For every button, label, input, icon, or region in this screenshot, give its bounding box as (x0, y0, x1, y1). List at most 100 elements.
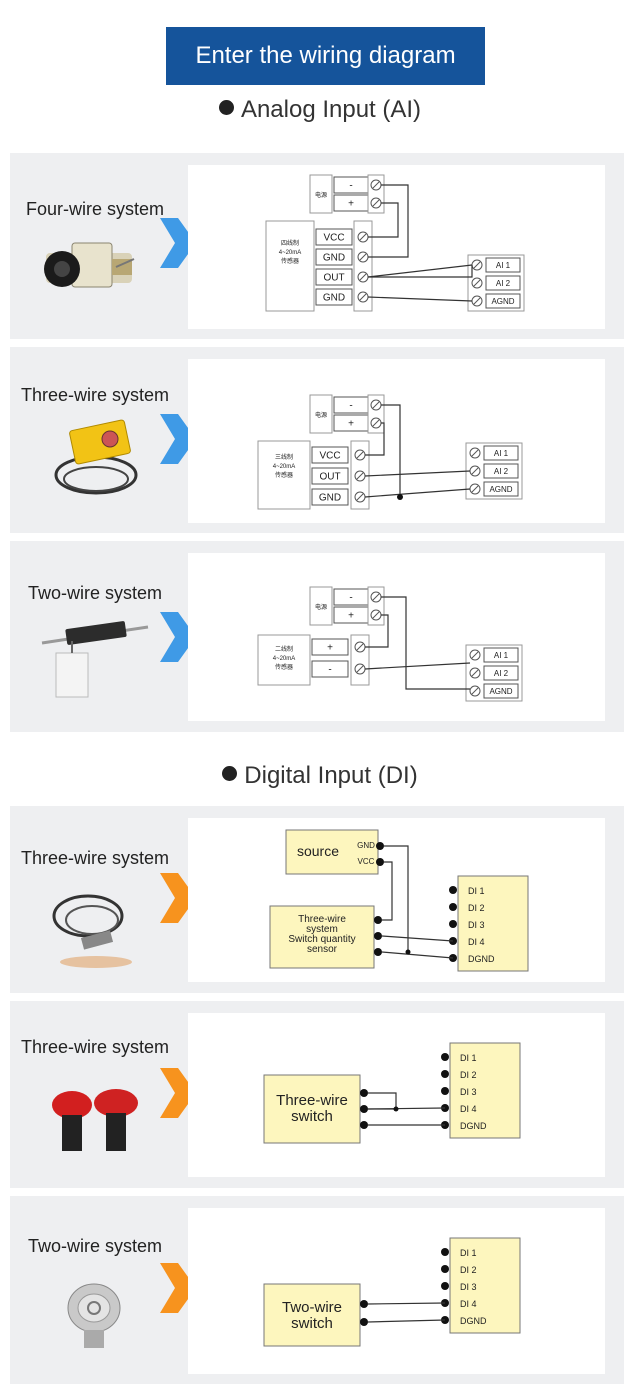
terminal-label: VCC (319, 451, 340, 462)
di-label: DI 3 (460, 1087, 477, 1097)
box-text-line: Two-wire (282, 1299, 342, 1316)
draw-wire-sensor-photo (44, 242, 135, 288)
terminal-label: - (328, 665, 331, 676)
junction-dot (374, 948, 382, 956)
terminal-cell (315, 268, 353, 286)
power-terminal-strip (367, 586, 385, 626)
terminal-label: AGND (489, 687, 512, 696)
terminal-cell (483, 665, 519, 681)
box-text-line: 传感器 (275, 471, 293, 479)
box-text-line: switch (291, 1315, 333, 1332)
bullet-icon (222, 766, 238, 781)
terminal-cell (311, 488, 349, 506)
linear-transducer-photo (41, 621, 149, 698)
wire (364, 662, 471, 670)
orange-arrow-icon (160, 1263, 196, 1313)
power-terminal-strip (367, 174, 385, 214)
di-label: DGND (460, 1121, 487, 1131)
orange-arrow-icon (160, 873, 196, 923)
box-text-line: 三线制 (275, 453, 293, 461)
terminal-label: AI 1 (494, 449, 509, 458)
screw-slot (356, 451, 364, 459)
screw-slot (473, 279, 481, 287)
box-text-line: Three-wire (298, 914, 346, 925)
terminal-cell (483, 445, 519, 461)
di-label: DI 1 (460, 1053, 477, 1063)
terminal-label: - (349, 401, 352, 412)
junction-dot (360, 1089, 368, 1097)
box-text-line: 4~20mA (279, 250, 302, 256)
terminal-label: AI 2 (494, 669, 509, 678)
terminal-cell (483, 463, 519, 479)
box-text-line: 传感器 (281, 257, 299, 265)
row-label: Three-wire system (20, 848, 170, 868)
screw-slot (471, 669, 479, 677)
junction-dot (441, 1248, 449, 1256)
terminal-label: AI 1 (494, 651, 509, 660)
bullet-icon (218, 100, 234, 115)
wire (365, 422, 385, 456)
source-gnd-label: GND (357, 841, 375, 850)
screw-slot (356, 472, 364, 480)
wire (368, 202, 399, 238)
row-label: Three-wire system (20, 1037, 170, 1057)
junction-dot (441, 1070, 449, 1078)
junction-dot (449, 920, 457, 928)
junction-dot (376, 858, 384, 866)
wire (368, 265, 473, 278)
screw-slot (356, 493, 364, 501)
wire (367, 1107, 446, 1110)
junction-dot (449, 886, 457, 894)
sensor-box (257, 634, 311, 686)
screw-slot (372, 181, 380, 189)
terminal-label: AI 2 (494, 467, 509, 476)
row-label: Three-wire system (20, 385, 170, 405)
switch-box (263, 1283, 361, 1347)
junction-dot (441, 1282, 449, 1290)
terminal-label: OUT (319, 472, 340, 483)
di-label: DI 3 (460, 1282, 477, 1292)
junction-dot (449, 903, 457, 911)
junction-dot (360, 1121, 368, 1129)
terminal-strip (353, 220, 373, 312)
screw-slot (473, 297, 481, 305)
wire (364, 470, 471, 477)
terminal-label: GND (323, 293, 345, 304)
source-box (285, 829, 379, 875)
junction-dot (360, 1318, 368, 1326)
di-label: DGND (468, 954, 495, 964)
sensor-box (269, 905, 375, 969)
terminal-cell (311, 660, 349, 678)
box-text-line: system (306, 924, 338, 935)
terminal-cell (483, 481, 519, 497)
terminal-cell (311, 467, 349, 485)
switch-box (263, 1074, 361, 1144)
screw-slot (372, 593, 380, 601)
screw-slot (471, 449, 479, 457)
power-box (309, 394, 333, 434)
blue-arrow-icon (160, 612, 196, 662)
terminal-label: AI 1 (496, 261, 511, 270)
terminal-label: + (348, 419, 354, 430)
inductive-sensor-photo (52, 894, 132, 968)
terminal-label: AI 2 (496, 279, 511, 288)
junction-dot (405, 949, 411, 955)
di-label: DI 1 (460, 1248, 477, 1258)
terminal-label: + (348, 611, 354, 622)
di-label: DI 4 (468, 937, 485, 947)
terminal-cell (483, 683, 519, 699)
box-text-line: switch (291, 1108, 333, 1125)
terminal-cell (311, 638, 349, 656)
di-label: DGND (460, 1316, 487, 1326)
terminal-cell (315, 228, 353, 246)
wire (384, 845, 409, 952)
row-label: Two-wire system (27, 1236, 162, 1256)
power-box (309, 174, 333, 214)
di-label: DI 4 (460, 1104, 477, 1114)
